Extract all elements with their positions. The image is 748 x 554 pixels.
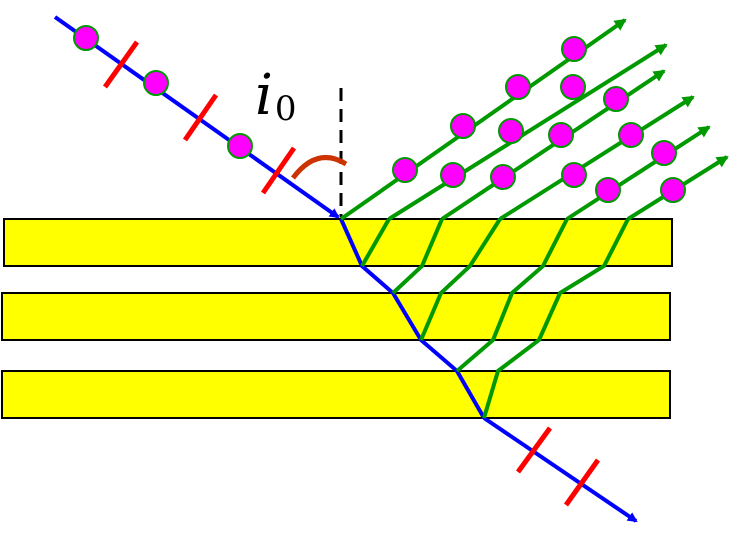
perpendicular-polarization-dot	[143, 70, 169, 96]
internal-reflected-segment	[455, 218, 569, 373]
perpendicular-polarization-dot	[392, 157, 418, 183]
angle-symbol: i	[255, 63, 273, 128]
parallel-polarization-tick	[102, 40, 140, 89]
glass-plate-1	[3, 218, 673, 267]
perpendicular-polarization-dot	[603, 86, 629, 112]
perpendicular-polarization-dot	[651, 140, 677, 166]
perpendicular-polarization-dot	[440, 162, 466, 188]
polarization-marks	[73, 25, 686, 507]
parallel-polarization-tick	[515, 426, 553, 474]
perpendicular-polarization-dot	[490, 164, 516, 190]
perpendicular-polarization-dot	[73, 25, 99, 51]
perpendicular-polarization-dot	[227, 133, 253, 159]
parallel-polarization-tick	[563, 458, 601, 507]
perpendicular-polarization-dot	[548, 122, 574, 148]
perpendicular-polarization-dot	[660, 177, 686, 203]
incidence-angle-label: i0	[255, 68, 297, 129]
incidence-angle-arc	[291, 155, 348, 180]
glass-plates	[1, 218, 673, 419]
reflected-ray	[498, 95, 695, 221]
perpendicular-polarization-dot	[618, 122, 644, 148]
glass-plate-2	[1, 292, 671, 341]
internal-reflected-segment	[391, 218, 444, 295]
perpendicular-polarization-dot	[561, 162, 587, 188]
perpendicular-polarization-dot	[561, 36, 587, 62]
perpendicular-polarization-dot	[498, 118, 524, 144]
reflected-ray	[565, 125, 711, 221]
parallel-polarization-tick	[182, 93, 219, 142]
angle-subscript: 0	[274, 89, 297, 129]
internal-reflected-segment	[419, 217, 502, 341]
reflected-ray	[387, 43, 668, 221]
glass-plate-3	[1, 370, 671, 419]
perpendicular-polarization-dot	[595, 177, 621, 203]
parallel-polarization-tick	[260, 146, 297, 195]
internal-reflected-segment	[482, 218, 630, 419]
refracted-zigzag-path	[339, 218, 486, 419]
transmitted-ray	[482, 416, 638, 523]
perpendicular-polarization-dot	[450, 113, 476, 139]
internal-reflected-segment	[360, 218, 391, 267]
perpendicular-polarization-dot	[505, 74, 531, 100]
perpendicular-polarization-dot	[560, 74, 586, 100]
incident-ray	[53, 15, 340, 219]
